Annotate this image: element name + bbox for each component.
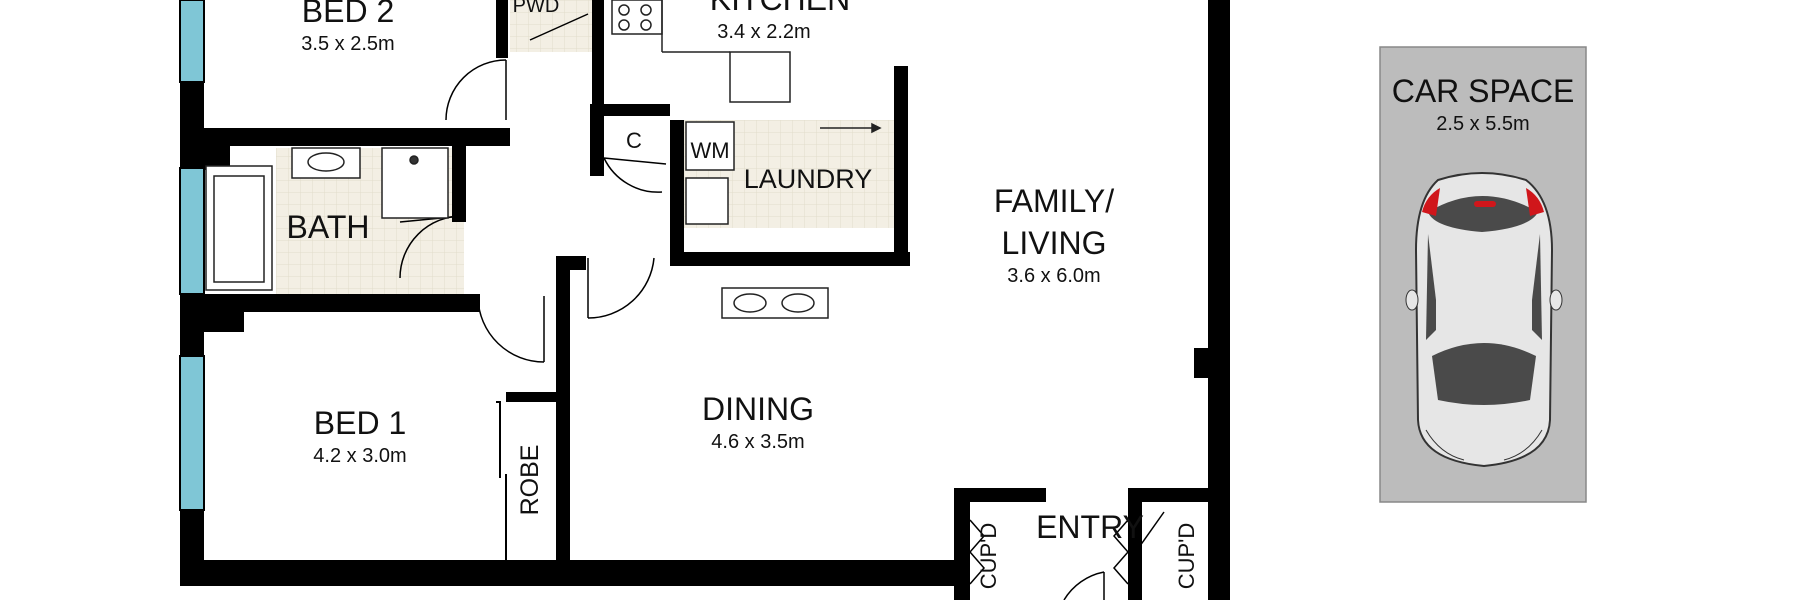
cupboard-name: C [626, 128, 642, 153]
bath-name: BATH [287, 209, 370, 245]
washing-machine [685, 121, 735, 171]
door-swings [399, 13, 1165, 600]
cooktop [611, 0, 663, 35]
wm-name: WM [690, 138, 729, 163]
car-space-dims: 2.5 x 5.5m [1436, 113, 1529, 135]
entry-cupboard-doors [969, 519, 1129, 585]
family-name-line2: LIVING [1002, 225, 1107, 261]
pwd-floor [510, 0, 594, 52]
bed2-dims: 3.5 x 2.5m [301, 33, 394, 55]
cupd-right-name: CUP'D [1174, 523, 1199, 590]
bed2-name: BED 2 [302, 0, 394, 29]
laundry-tub [685, 177, 729, 225]
robe-doors [496, 401, 507, 560]
bed1-dims: 4.2 x 3.0m [313, 445, 406, 467]
double-basin [721, 287, 829, 319]
walls [180, 0, 1230, 600]
car-icon [1405, 172, 1563, 468]
dining-dims: 4.6 x 3.5m [711, 431, 804, 453]
pwd-name: PWD [513, 0, 560, 17]
dining-name: DINING [702, 391, 814, 427]
laundry-fixtures [685, 121, 882, 225]
windows [179, 0, 205, 511]
bathtub [205, 165, 273, 291]
family-dims: 3.6 x 6.0m [1007, 265, 1100, 287]
entry-name: ENTRY [1036, 509, 1144, 545]
cupd-left-name: CUP'D [976, 523, 1001, 590]
laundry-name: LAUNDRY [744, 164, 873, 194]
kitchen-fixtures [611, 0, 791, 103]
bed1-name: BED 1 [314, 405, 406, 441]
family-name-line1: FAMILY/ [994, 183, 1114, 219]
car-space-name: CAR SPACE [1392, 73, 1575, 109]
kitchen-name: KITCHEN [710, 0, 850, 17]
bath-fixtures [205, 147, 449, 291]
robe-name: ROBE [516, 445, 544, 516]
fridge-space [729, 51, 791, 103]
kitchen-dims: 3.4 x 2.2m [717, 21, 810, 43]
